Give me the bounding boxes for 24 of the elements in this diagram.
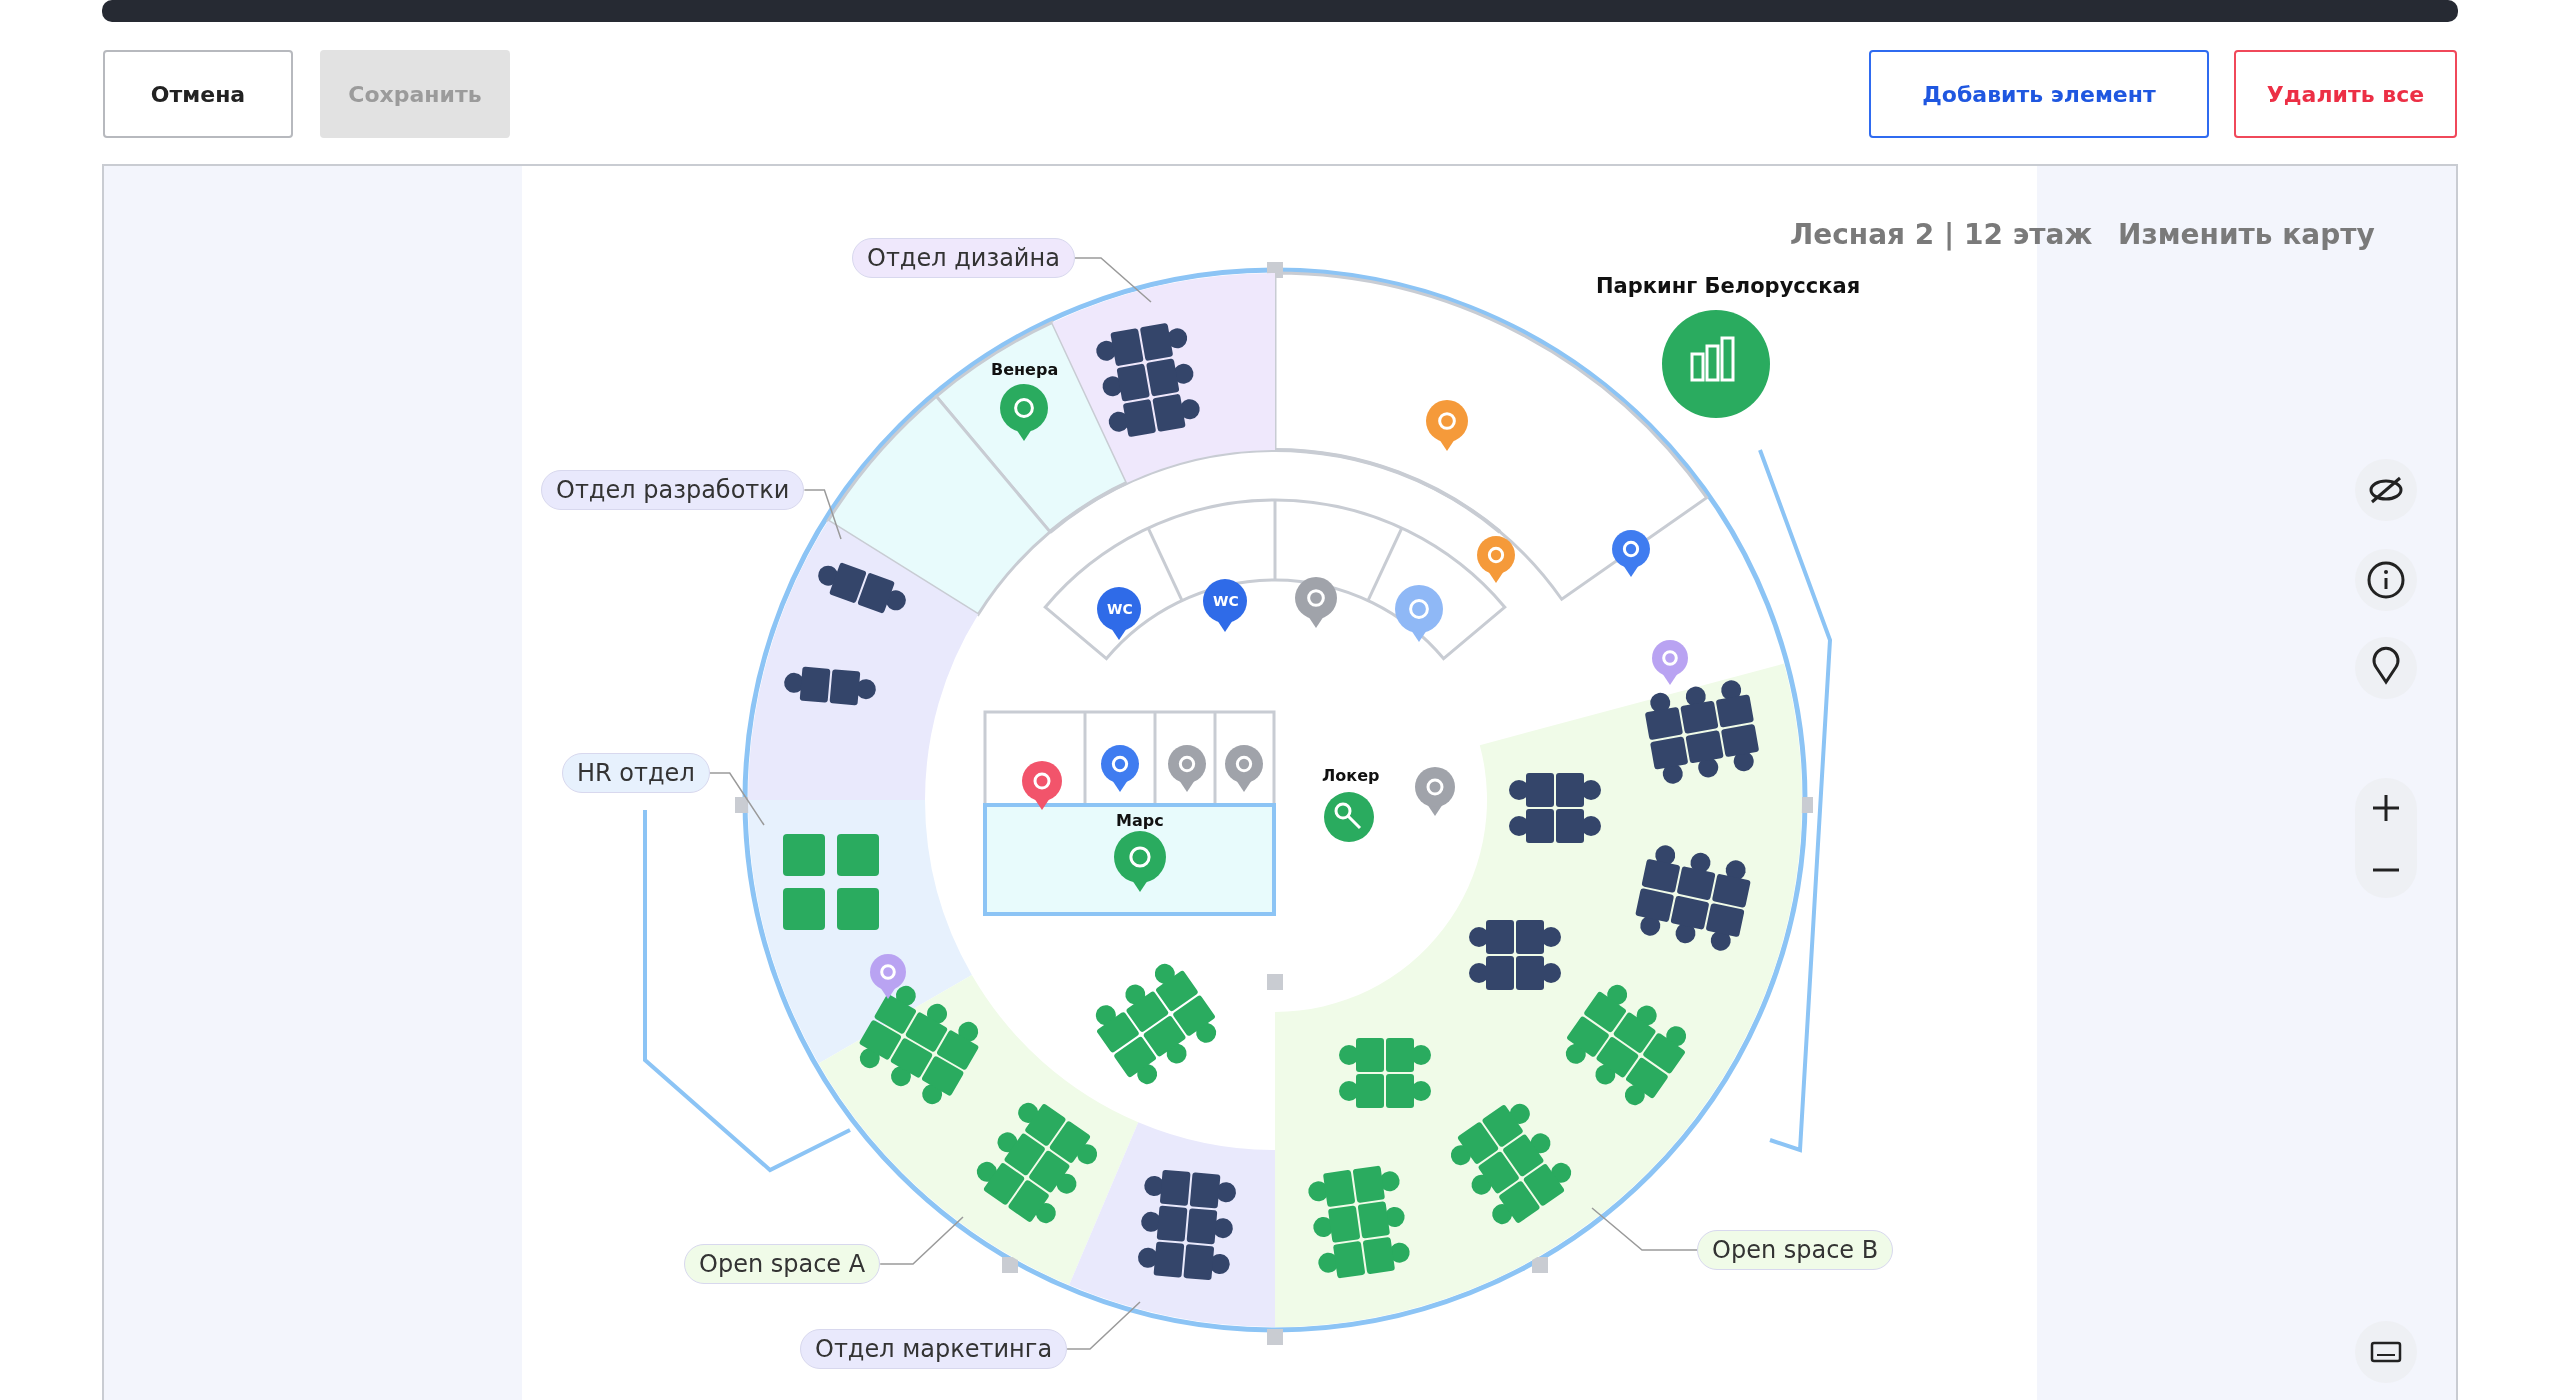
cancel-button: Отмена: [103, 50, 293, 138]
save-button: Сохранить: [320, 50, 510, 138]
add-element-button: Добавить элемент: [1869, 50, 2209, 138]
leader-line: [803, 489, 842, 540]
zone-callout: HR отдел: [562, 753, 710, 793]
leader-line: [1591, 1207, 1698, 1251]
change-map-link: Изменить карту: [2118, 218, 2375, 251]
zone-callout: Отдел маркетинга: [800, 1329, 1068, 1369]
pin-label: WC: [1107, 600, 1133, 618]
zone-callout: Open space A: [684, 1244, 881, 1284]
zone-callout: Отдел разработки: [541, 470, 805, 510]
floor-address: Лесная 2 | 12 этаж: [1790, 218, 2093, 251]
parking-label: Паркинг Белорусская: [1596, 274, 1861, 298]
delete-all-button: Удалить все: [2234, 50, 2457, 138]
room-label: Венера: [991, 360, 1059, 379]
room-label: Марс: [1116, 811, 1164, 830]
locker-label: Локер: [1322, 766, 1380, 785]
zone-callout: Open space B: [1697, 1230, 1894, 1270]
leader-line: [879, 1216, 964, 1265]
pin-label: WC: [1213, 592, 1239, 610]
leader-line: [1066, 1301, 1141, 1350]
leader-line: [1074, 257, 1152, 303]
leader-line: [708, 772, 765, 826]
zone-callout: Отдел дизайна: [852, 238, 1075, 278]
